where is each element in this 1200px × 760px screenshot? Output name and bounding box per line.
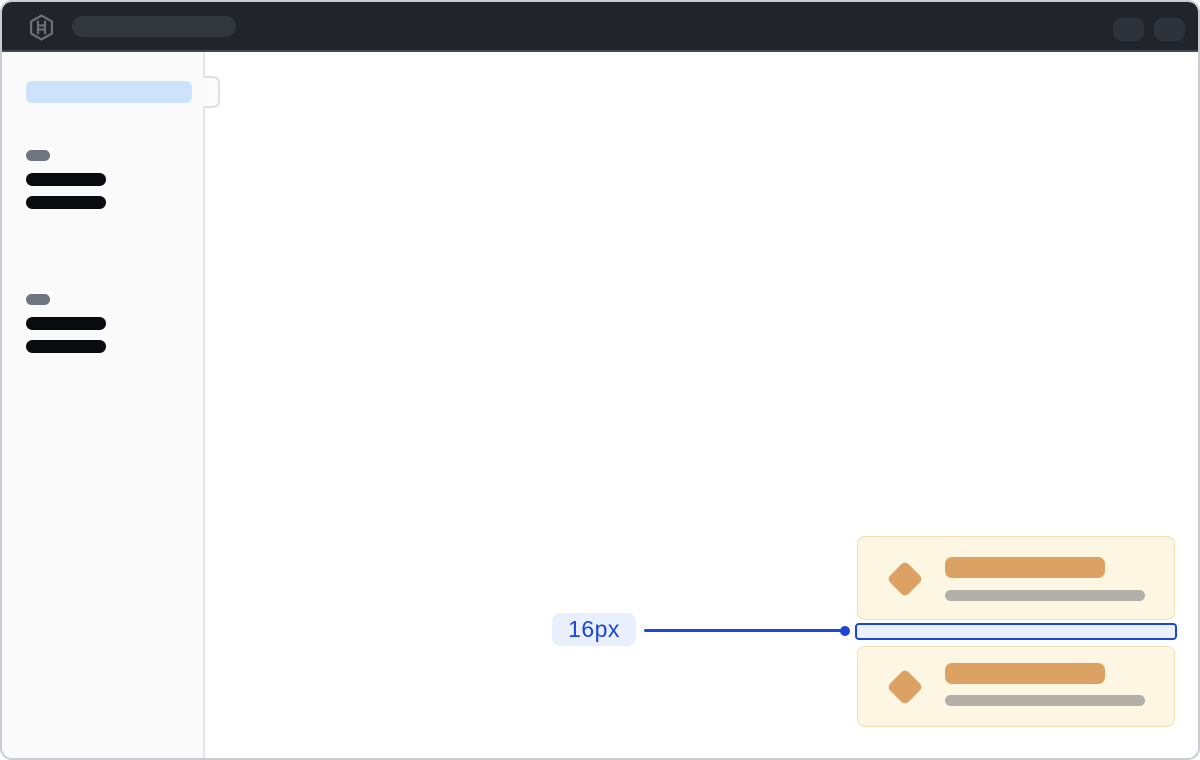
spacing-highlight-band — [855, 623, 1177, 640]
toast-description-placeholder — [945, 695, 1145, 706]
sidebar-nav-item-placeholder[interactable] — [26, 317, 106, 330]
sidebar — [2, 52, 220, 758]
toast-description-placeholder — [945, 590, 1145, 601]
annotation-connector-dot — [840, 626, 850, 636]
search-input-placeholder[interactable] — [72, 16, 236, 37]
user-menu-placeholder[interactable] — [1154, 18, 1185, 41]
sidebar-nav-item-placeholder[interactable] — [26, 340, 106, 353]
sidebar-section-label-placeholder — [26, 294, 50, 305]
top-navbar — [2, 2, 1198, 52]
sidebar-collapse-toggle[interactable] — [203, 76, 220, 108]
toast-title-placeholder — [945, 557, 1105, 578]
toast-title-placeholder — [945, 663, 1105, 684]
sidebar-nav-item-placeholder[interactable] — [26, 173, 106, 186]
spacing-value-label: 16px — [552, 613, 636, 646]
toast-warning-card — [857, 536, 1175, 620]
diamond-warning-icon — [886, 560, 924, 598]
sidebar-selected-item-placeholder[interactable] — [26, 81, 192, 103]
diamond-warning-icon — [886, 668, 924, 706]
toast-warning-card — [857, 646, 1175, 727]
sidebar-section-label-placeholder — [26, 150, 50, 161]
annotation-connector-line — [644, 629, 841, 632]
hashicorp-logo-icon[interactable] — [28, 14, 55, 41]
help-menu-placeholder[interactable] — [1113, 18, 1144, 41]
sidebar-nav-item-placeholder[interactable] — [26, 196, 106, 209]
